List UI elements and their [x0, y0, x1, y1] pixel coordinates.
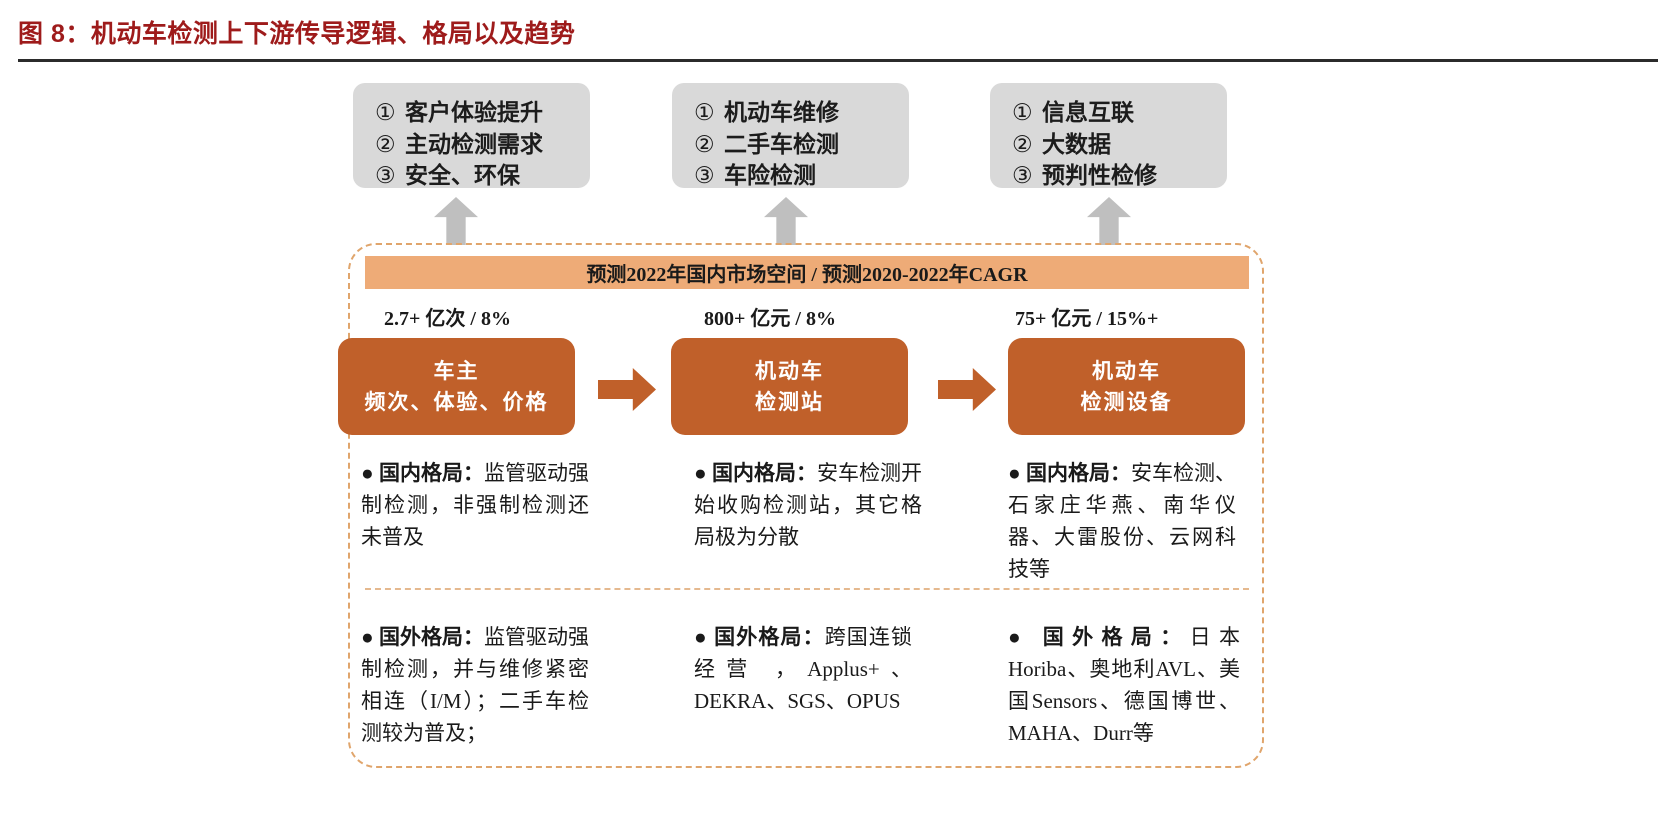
outcome-line: ③ 车险检测 — [694, 160, 887, 192]
outcome-line: ③ 安全、环保 — [375, 160, 568, 192]
process-box-line2: 检测设备 — [1080, 389, 1173, 414]
process-box-owners: 车主 频次、体验、价格 — [338, 338, 575, 435]
list-marker-icon: ② — [1012, 131, 1033, 157]
overseas-landscape-body: 监管驱动强制检测，并与维修紧密相连（I/M）；二手车检测较为普及； — [361, 625, 590, 745]
outcome-line-label: 信息互联 — [1042, 100, 1134, 125]
list-marker-icon: ① — [1012, 100, 1033, 125]
list-marker-icon: ③ — [375, 163, 396, 189]
overseas-landscape-body: 跨国连锁经营 ，Applus+、DEKRA、SGS、OPUS — [694, 625, 913, 713]
process-box-line1: 机动车 — [1092, 359, 1161, 384]
domestic-landscape-body: 监管驱动强制检测，非强制检测还未普及 — [361, 461, 590, 549]
overseas-landscape-lead: ● 国外格局： — [694, 625, 825, 649]
list-marker-icon: ① — [694, 100, 715, 125]
overseas-landscape-lead: ● 国外格局： — [1008, 625, 1190, 649]
outcome-line: ② 大数据 — [1012, 129, 1205, 161]
overseas-landscape-equipment: ● 国外格局：日本Horiba、奥地利AVL、美国Sensors、德国博世、MA… — [1008, 622, 1240, 750]
domestic-landscape-equipment: ● 国内格局：安车检测、石家庄华燕、南华仪器、大雷股份、云网科技等 — [1008, 458, 1236, 586]
list-marker-icon: ② — [375, 131, 396, 157]
domestic-landscape-lead: ● 国内格局： — [694, 461, 817, 485]
up-arrow-icon — [764, 197, 808, 245]
outcome-line-label: 机动车维修 — [724, 100, 839, 125]
overseas-landscape-stations: ● 国外格局：跨国连锁经营 ，Applus+、DEKRA、SGS、OPUS — [694, 622, 912, 718]
outcome-line: ② 二手车检测 — [694, 129, 887, 161]
outcome-line-label: 二手车检测 — [724, 131, 839, 157]
outcome-line-label: 大数据 — [1042, 131, 1111, 157]
process-box-stations: 机动车 检测站 — [671, 338, 908, 435]
outcome-line: ① 信息互联 — [1012, 97, 1205, 129]
process-box-line2: 频次、体验、价格 — [364, 389, 549, 414]
outcome-line-label: 安全、环保 — [405, 163, 520, 189]
title-divider — [18, 59, 1658, 62]
outcome-line-label: 主动检测需求 — [405, 131, 543, 157]
domestic-landscape-body: 安车检测、石家庄华燕、南华仪器、大雷股份、云网科技等 — [1008, 461, 1237, 581]
overseas-landscape-body: 日本Horiba、奥地利AVL、美国Sensors、德国博世、MAHA、Durr… — [1008, 625, 1241, 745]
outcome-box-station-trends: ① 机动车维修 ② 二手车检测 ③ 车险检测 — [672, 83, 909, 188]
process-box-equipment: 机动车 检测设备 — [1008, 338, 1245, 435]
value-chain-panel — [348, 243, 1264, 768]
outcome-box-equipment-trends: ① 信息互联 ② 大数据 ③ 预判性检修 — [990, 83, 1227, 188]
list-marker-icon: ③ — [694, 163, 715, 189]
outcome-line-label: 车险检测 — [724, 163, 816, 189]
outcome-line: ① 客户体验提升 — [375, 97, 568, 129]
process-box-line1: 车主 — [433, 359, 480, 384]
metric-value-equipment: 75+ 亿元 / 15%+ — [1015, 308, 1159, 330]
list-marker-icon: ① — [375, 100, 396, 125]
up-arrow-icon — [434, 197, 478, 245]
domestic-landscape-body: 安车检测开始收购检测站，其它格局极为分散 — [694, 461, 923, 549]
outcome-line: ③ 预判性检修 — [1012, 160, 1205, 192]
domestic-landscape-lead: ● 国内格局： — [1008, 461, 1131, 485]
panel-divider — [365, 588, 1249, 590]
up-arrow-icon — [1087, 197, 1131, 245]
overseas-landscape-owners: ● 国外格局：监管驱动强制检测，并与维修紧密相连（I/M）；二手车检测较为普及； — [361, 622, 589, 750]
outcome-line: ① 机动车维修 — [694, 97, 887, 129]
metric-value-stations: 800+ 亿元 / 8% — [704, 308, 836, 330]
outcome-line-label: 预判性检修 — [1042, 163, 1157, 189]
list-marker-icon: ③ — [1012, 163, 1033, 189]
overseas-landscape-lead: ● 国外格局： — [361, 625, 484, 649]
title-bar: 图 8：机动车检测上下游传导逻辑、格局以及趋势 — [18, 14, 1658, 62]
list-marker-icon: ② — [694, 131, 715, 157]
domestic-landscape-lead: ● 国内格局： — [361, 461, 484, 485]
metric-value-owners: 2.7+ 亿次 / 8% — [384, 308, 511, 330]
process-box-line2: 检测站 — [755, 389, 824, 414]
outcome-line: ② 主动检测需求 — [375, 129, 568, 161]
domestic-landscape-owners: ● 国内格局：监管驱动强制检测，非强制检测还未普及 — [361, 458, 589, 554]
process-box-line1: 机动车 — [755, 359, 824, 384]
outcome-box-customer-trends: ① 客户体验提升 ② 主动检测需求 ③ 安全、环保 — [353, 83, 590, 188]
page-title: 图 8：机动车检测上下游传导逻辑、格局以及趋势 — [18, 20, 576, 48]
forecast-banner: 预测2022年国内市场空间 / 预测2020-2022年CAGR — [365, 256, 1249, 289]
domestic-landscape-stations: ● 国内格局：安车检测开始收购检测站，其它格局极为分散 — [694, 458, 922, 554]
outcome-line-label: 客户体验提升 — [405, 100, 543, 125]
